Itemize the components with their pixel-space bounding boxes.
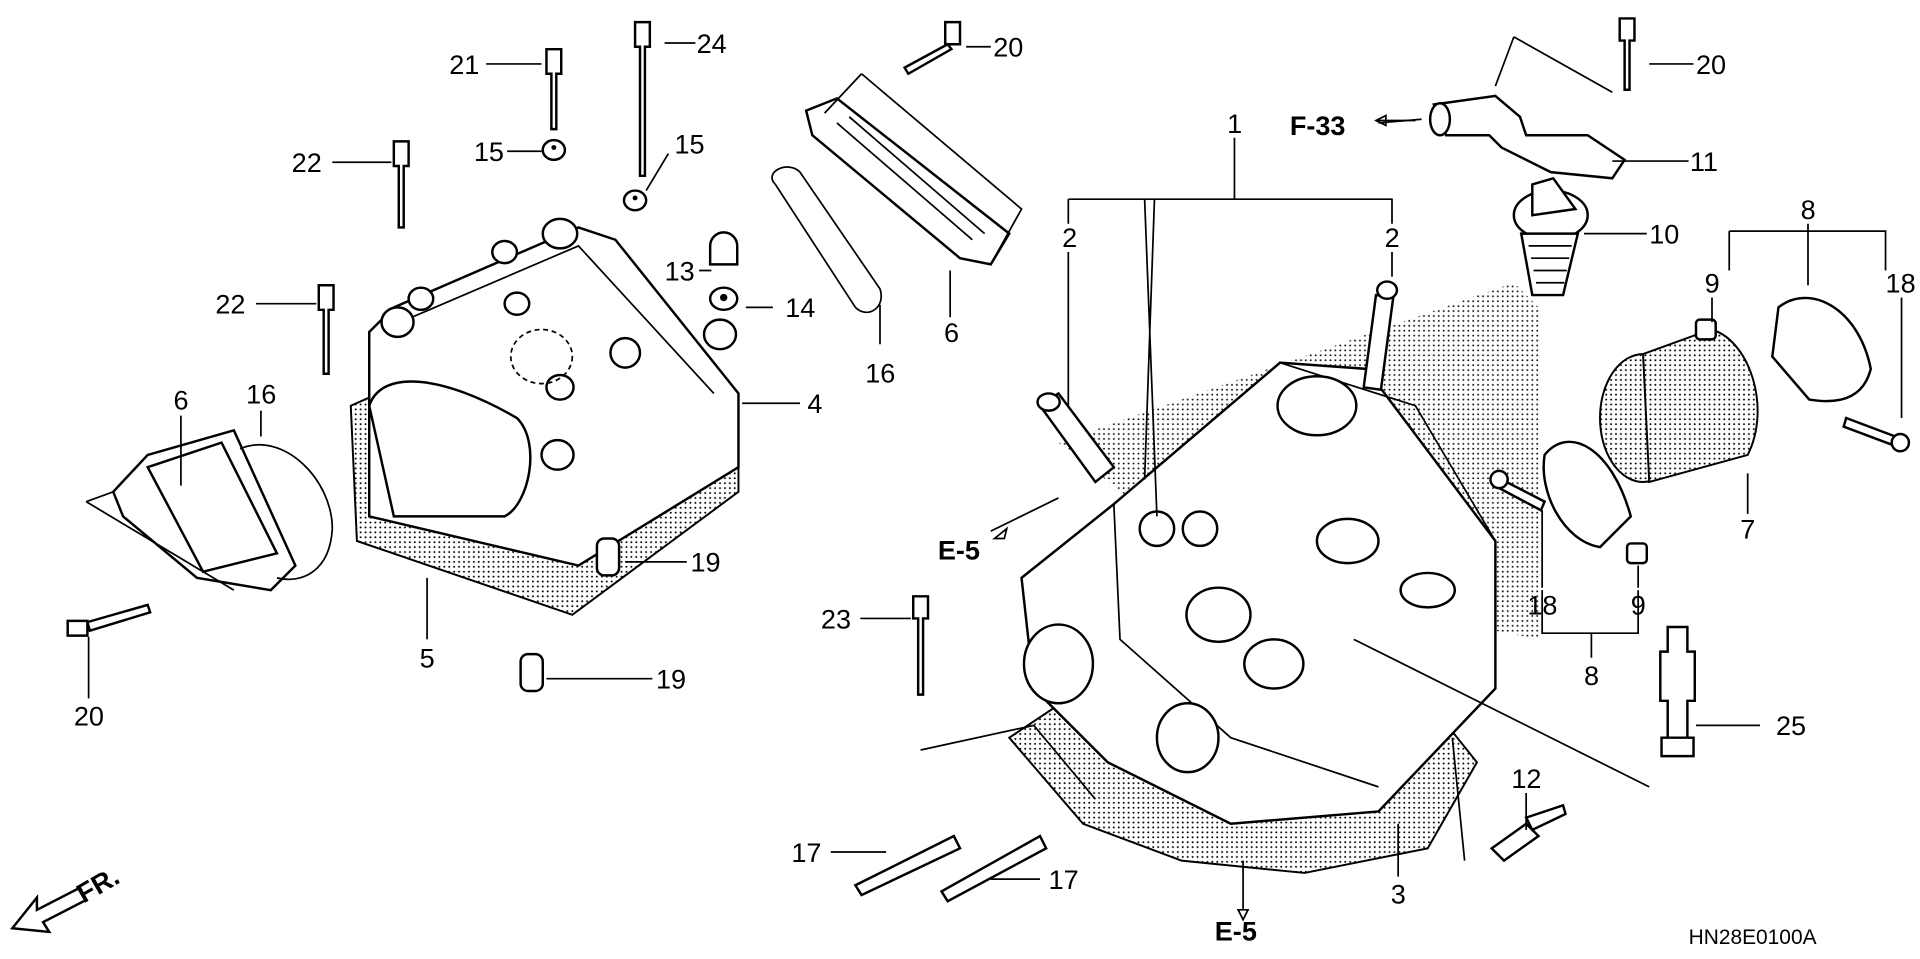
dowel-19a — [595, 537, 621, 577]
callout-4[interactable]: 4 — [807, 389, 822, 419]
thermostat-10 — [1512, 176, 1589, 297]
callout-25[interactable]: 25 — [1776, 711, 1806, 741]
callout-2-left[interactable]: 2 — [1062, 223, 1077, 253]
callout-23[interactable]: 23 — [821, 604, 851, 634]
callout-17-b[interactable]: 17 — [1049, 865, 1079, 895]
cylinder-head-cover — [367, 217, 740, 567]
arrow-e5-left — [992, 526, 1009, 540]
clamp-8-top — [1771, 296, 1873, 403]
cover-6-left — [111, 428, 297, 592]
cover-6-right — [804, 96, 1011, 266]
bolt-22a — [392, 140, 410, 229]
callout-20-right[interactable]: 20 — [1696, 50, 1726, 80]
callout-12[interactable]: 12 — [1511, 764, 1541, 794]
callout-6-left[interactable]: 6 — [174, 385, 189, 415]
nut-9-top — [1694, 318, 1717, 341]
callout-3[interactable]: 3 — [1391, 880, 1406, 910]
bolt-20-left — [66, 603, 152, 637]
callout-2-right[interactable]: 2 — [1385, 223, 1400, 253]
callout-14[interactable]: 14 — [785, 293, 815, 323]
stud-17b — [939, 834, 1048, 903]
callout-18-bottom[interactable]: 18 — [1527, 591, 1557, 621]
valve-guide-2-right — [1362, 280, 1399, 392]
washer-14 — [708, 286, 739, 312]
callout-19-a[interactable]: 19 — [690, 548, 720, 578]
spark-plug-25 — [1659, 625, 1696, 758]
callout-13[interactable]: 13 — [665, 256, 695, 286]
bolt-20-top — [902, 20, 962, 76]
sensor-12 — [1489, 803, 1568, 863]
ref-e5-bottom[interactable]: E-5 — [1215, 917, 1257, 947]
callout-24[interactable]: 24 — [697, 29, 727, 59]
arrow-f33 — [1374, 114, 1416, 127]
callout-20-top[interactable]: 20 — [993, 33, 1023, 63]
callout-19-b[interactable]: 19 — [656, 665, 686, 695]
ref-f33[interactable]: F-33 — [1290, 111, 1346, 141]
bolt-21 — [545, 47, 563, 131]
callout-16-right[interactable]: 16 — [865, 358, 895, 388]
diagram-code: HN28E0100A — [1689, 926, 1817, 949]
callout-9-top[interactable]: 9 — [1705, 269, 1720, 299]
callout-18-top[interactable]: 18 — [1886, 269, 1916, 299]
callout-16-left[interactable]: 16 — [246, 379, 276, 409]
callout-7[interactable]: 7 — [1740, 515, 1755, 545]
ref-e5-left[interactable]: E-5 — [938, 535, 980, 565]
callout-17-a[interactable]: 17 — [791, 838, 821, 868]
callout-11[interactable]: 11 — [1690, 147, 1718, 177]
bolt-22b — [317, 284, 335, 375]
thermostat-housing-11 — [1428, 94, 1627, 180]
leader-lines — [85, 36, 1903, 910]
bolt-18-bottom — [1489, 469, 1547, 512]
callout-9-bottom[interactable]: 9 — [1631, 591, 1646, 621]
callout-8-top[interactable]: 8 — [1801, 195, 1816, 225]
callout-10[interactable]: 10 — [1649, 219, 1679, 249]
dowel-19b — [519, 652, 544, 693]
callout-15-b[interactable]: 15 — [674, 130, 704, 160]
washer-15b — [622, 189, 648, 212]
stud-17a — [853, 834, 962, 897]
cap-13 — [708, 231, 739, 266]
bolt-18-top — [1842, 416, 1911, 453]
joint-7 — [1599, 328, 1759, 484]
cylinder-head — [1020, 361, 1497, 826]
bolt-24 — [633, 20, 652, 178]
clamp-8-bottom — [1542, 440, 1633, 549]
callout-5[interactable]: 5 — [420, 644, 435, 674]
arrow-e5-bottom — [1236, 908, 1250, 922]
gasket-16-left — [239, 443, 334, 581]
callout-22-a[interactable]: 22 — [292, 148, 322, 178]
washer-15a — [541, 138, 567, 162]
callout-6-right[interactable]: 6 — [944, 318, 959, 348]
callout-22-b[interactable]: 22 — [215, 290, 245, 320]
callout-20-left[interactable]: 20 — [74, 701, 104, 731]
callout-1[interactable]: 1 — [1227, 109, 1242, 139]
callout-8-bottom[interactable]: 8 — [1584, 661, 1599, 691]
valve-guide-2-left — [1036, 391, 1116, 484]
bolt-23 — [912, 595, 930, 696]
nut-9-bottom — [1625, 542, 1648, 565]
bolt-20-right — [1618, 17, 1636, 91]
gasket-16-right — [771, 166, 883, 314]
callout-21[interactable]: 21 — [449, 50, 479, 80]
front-direction-arrow — [9, 886, 88, 934]
callout-labels: 21 24 20 22 15 15 13 14 22 6 16 16 6 4 1… — [72, 29, 1916, 949]
callout-15-a[interactable]: 15 — [474, 137, 504, 167]
